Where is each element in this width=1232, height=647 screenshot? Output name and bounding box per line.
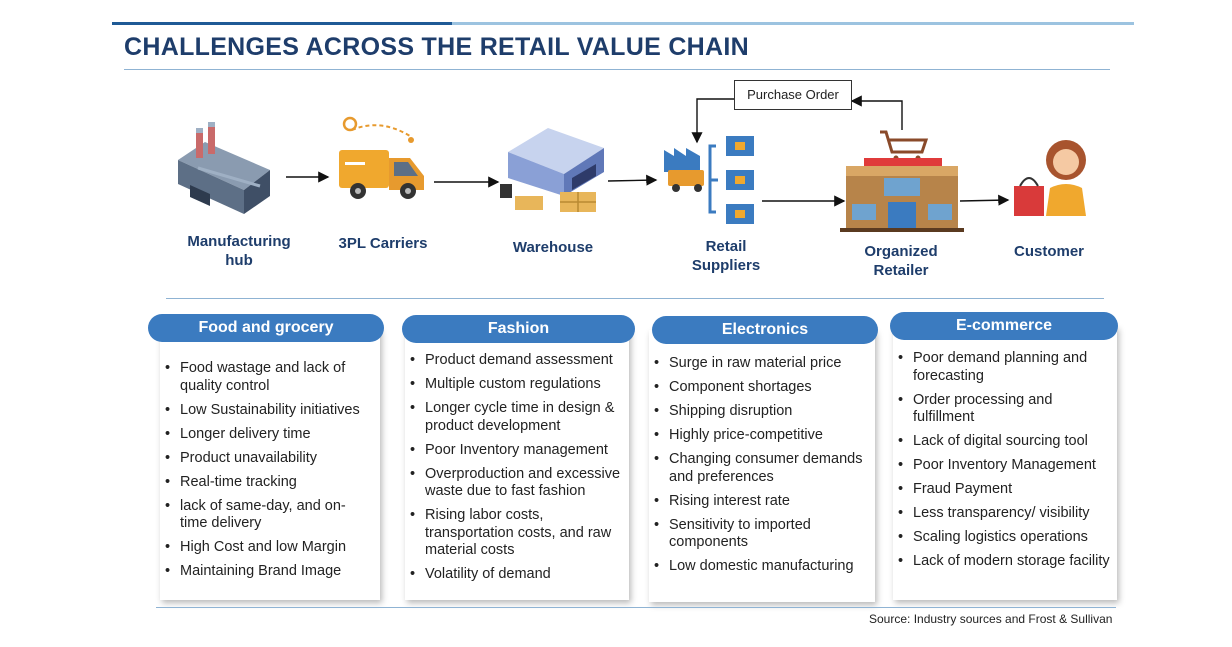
challenge-list: Surge in raw material price Component sh… bbox=[649, 355, 871, 582]
list-item: Shipping disruption bbox=[649, 403, 871, 421]
challenge-list: Poor demand planning and forecasting Ord… bbox=[893, 350, 1111, 577]
factory-icon bbox=[178, 122, 270, 214]
list-item: Changing consumer demands and preference… bbox=[649, 451, 871, 486]
challenge-list: Product demand assessment Multiple custo… bbox=[405, 352, 625, 590]
value-chain-diagram bbox=[178, 95, 1086, 232]
list-item: Lack of digital sourcing tool bbox=[893, 433, 1111, 451]
list-item: lack of same-day, and on-time delivery bbox=[160, 498, 372, 533]
card-food-grocery: Food and grocery Food wastage and lack o… bbox=[148, 314, 384, 600]
list-item: Highly price-competitive bbox=[649, 427, 871, 445]
list-item: Scaling logistics operations bbox=[893, 529, 1111, 547]
card-header-food-grocery: Food and grocery bbox=[148, 314, 384, 342]
list-item: Rising interest rate bbox=[649, 493, 871, 511]
list-item: Fraud Payment bbox=[893, 481, 1111, 499]
purchase-order-box: Purchase Order bbox=[734, 80, 852, 110]
card-header-e-commerce: E-commerce bbox=[890, 312, 1118, 340]
card-fashion: Fashion Product demand assessment Multip… bbox=[402, 315, 635, 600]
list-item: Rising labor costs, transportation costs… bbox=[405, 507, 625, 560]
list-item: Product demand assessment bbox=[405, 352, 625, 370]
supplier-network-icon bbox=[664, 136, 754, 224]
list-item: Order processing and fulfillment bbox=[893, 392, 1111, 427]
list-item: Real-time tracking bbox=[160, 474, 372, 492]
footer-divider bbox=[156, 607, 1116, 608]
list-item: Less transparency/ visibility bbox=[893, 505, 1111, 523]
section-divider bbox=[166, 298, 1104, 299]
top-accent-line bbox=[112, 22, 1134, 25]
list-item: Product unavailability bbox=[160, 450, 372, 468]
list-item: Poor demand planning and forecasting bbox=[893, 350, 1111, 385]
list-item: Component shortages bbox=[649, 379, 871, 397]
source-note: Source: Industry sources and Frost & Sul… bbox=[869, 612, 1113, 626]
list-item: Volatility of demand bbox=[405, 566, 625, 584]
list-item: Poor Inventory Management bbox=[893, 457, 1111, 475]
card-header-fashion: Fashion bbox=[402, 315, 635, 343]
challenge-list: Food wastage and lack of quality control… bbox=[160, 360, 372, 587]
list-item: Food wastage and lack of quality control bbox=[160, 360, 372, 395]
list-item: Lack of modern storage facility bbox=[893, 553, 1111, 571]
list-item: Low domestic manufacturing bbox=[649, 558, 871, 576]
node-label-3pl-carriers: 3PL Carriers bbox=[338, 235, 428, 252]
list-item: Poor Inventory management bbox=[405, 442, 625, 460]
card-header-electronics: Electronics bbox=[652, 316, 878, 344]
node-label-retail-suppliers: Retail Suppliers bbox=[691, 238, 761, 274]
list-item: Multiple custom regulations bbox=[405, 376, 625, 394]
node-label-organized-retailer: Organized Retailer bbox=[864, 243, 938, 279]
list-item: Surge in raw material price bbox=[649, 355, 871, 373]
warehouse-icon bbox=[500, 128, 604, 212]
list-item: Longer delivery time bbox=[160, 426, 372, 444]
node-label-customer: Customer bbox=[1013, 243, 1084, 260]
list-item: Sensitivity to imported components bbox=[649, 517, 871, 552]
list-item: High Cost and low Margin bbox=[160, 539, 372, 557]
list-item: Overproduction and excessive waste due t… bbox=[405, 466, 625, 501]
node-label-manufacturing-hub: Manufacturing hub bbox=[187, 233, 291, 269]
page-title: CHALLENGES ACROSS THE RETAIL VALUE CHAIN bbox=[124, 33, 749, 61]
node-label-warehouse: Warehouse bbox=[512, 239, 594, 256]
store-icon bbox=[840, 130, 964, 232]
delivery-truck-icon bbox=[339, 116, 424, 199]
shopper-icon bbox=[1014, 140, 1086, 216]
list-item: Maintaining Brand Image bbox=[160, 563, 372, 581]
list-item: Longer cycle time in design & product de… bbox=[405, 400, 625, 435]
card-e-commerce: E-commerce Poor demand planning and fore… bbox=[890, 312, 1118, 600]
list-item: Low Sustainability initiatives bbox=[160, 402, 372, 420]
card-electronics: Electronics Surge in raw material price … bbox=[649, 316, 878, 602]
title-divider bbox=[124, 69, 1110, 70]
